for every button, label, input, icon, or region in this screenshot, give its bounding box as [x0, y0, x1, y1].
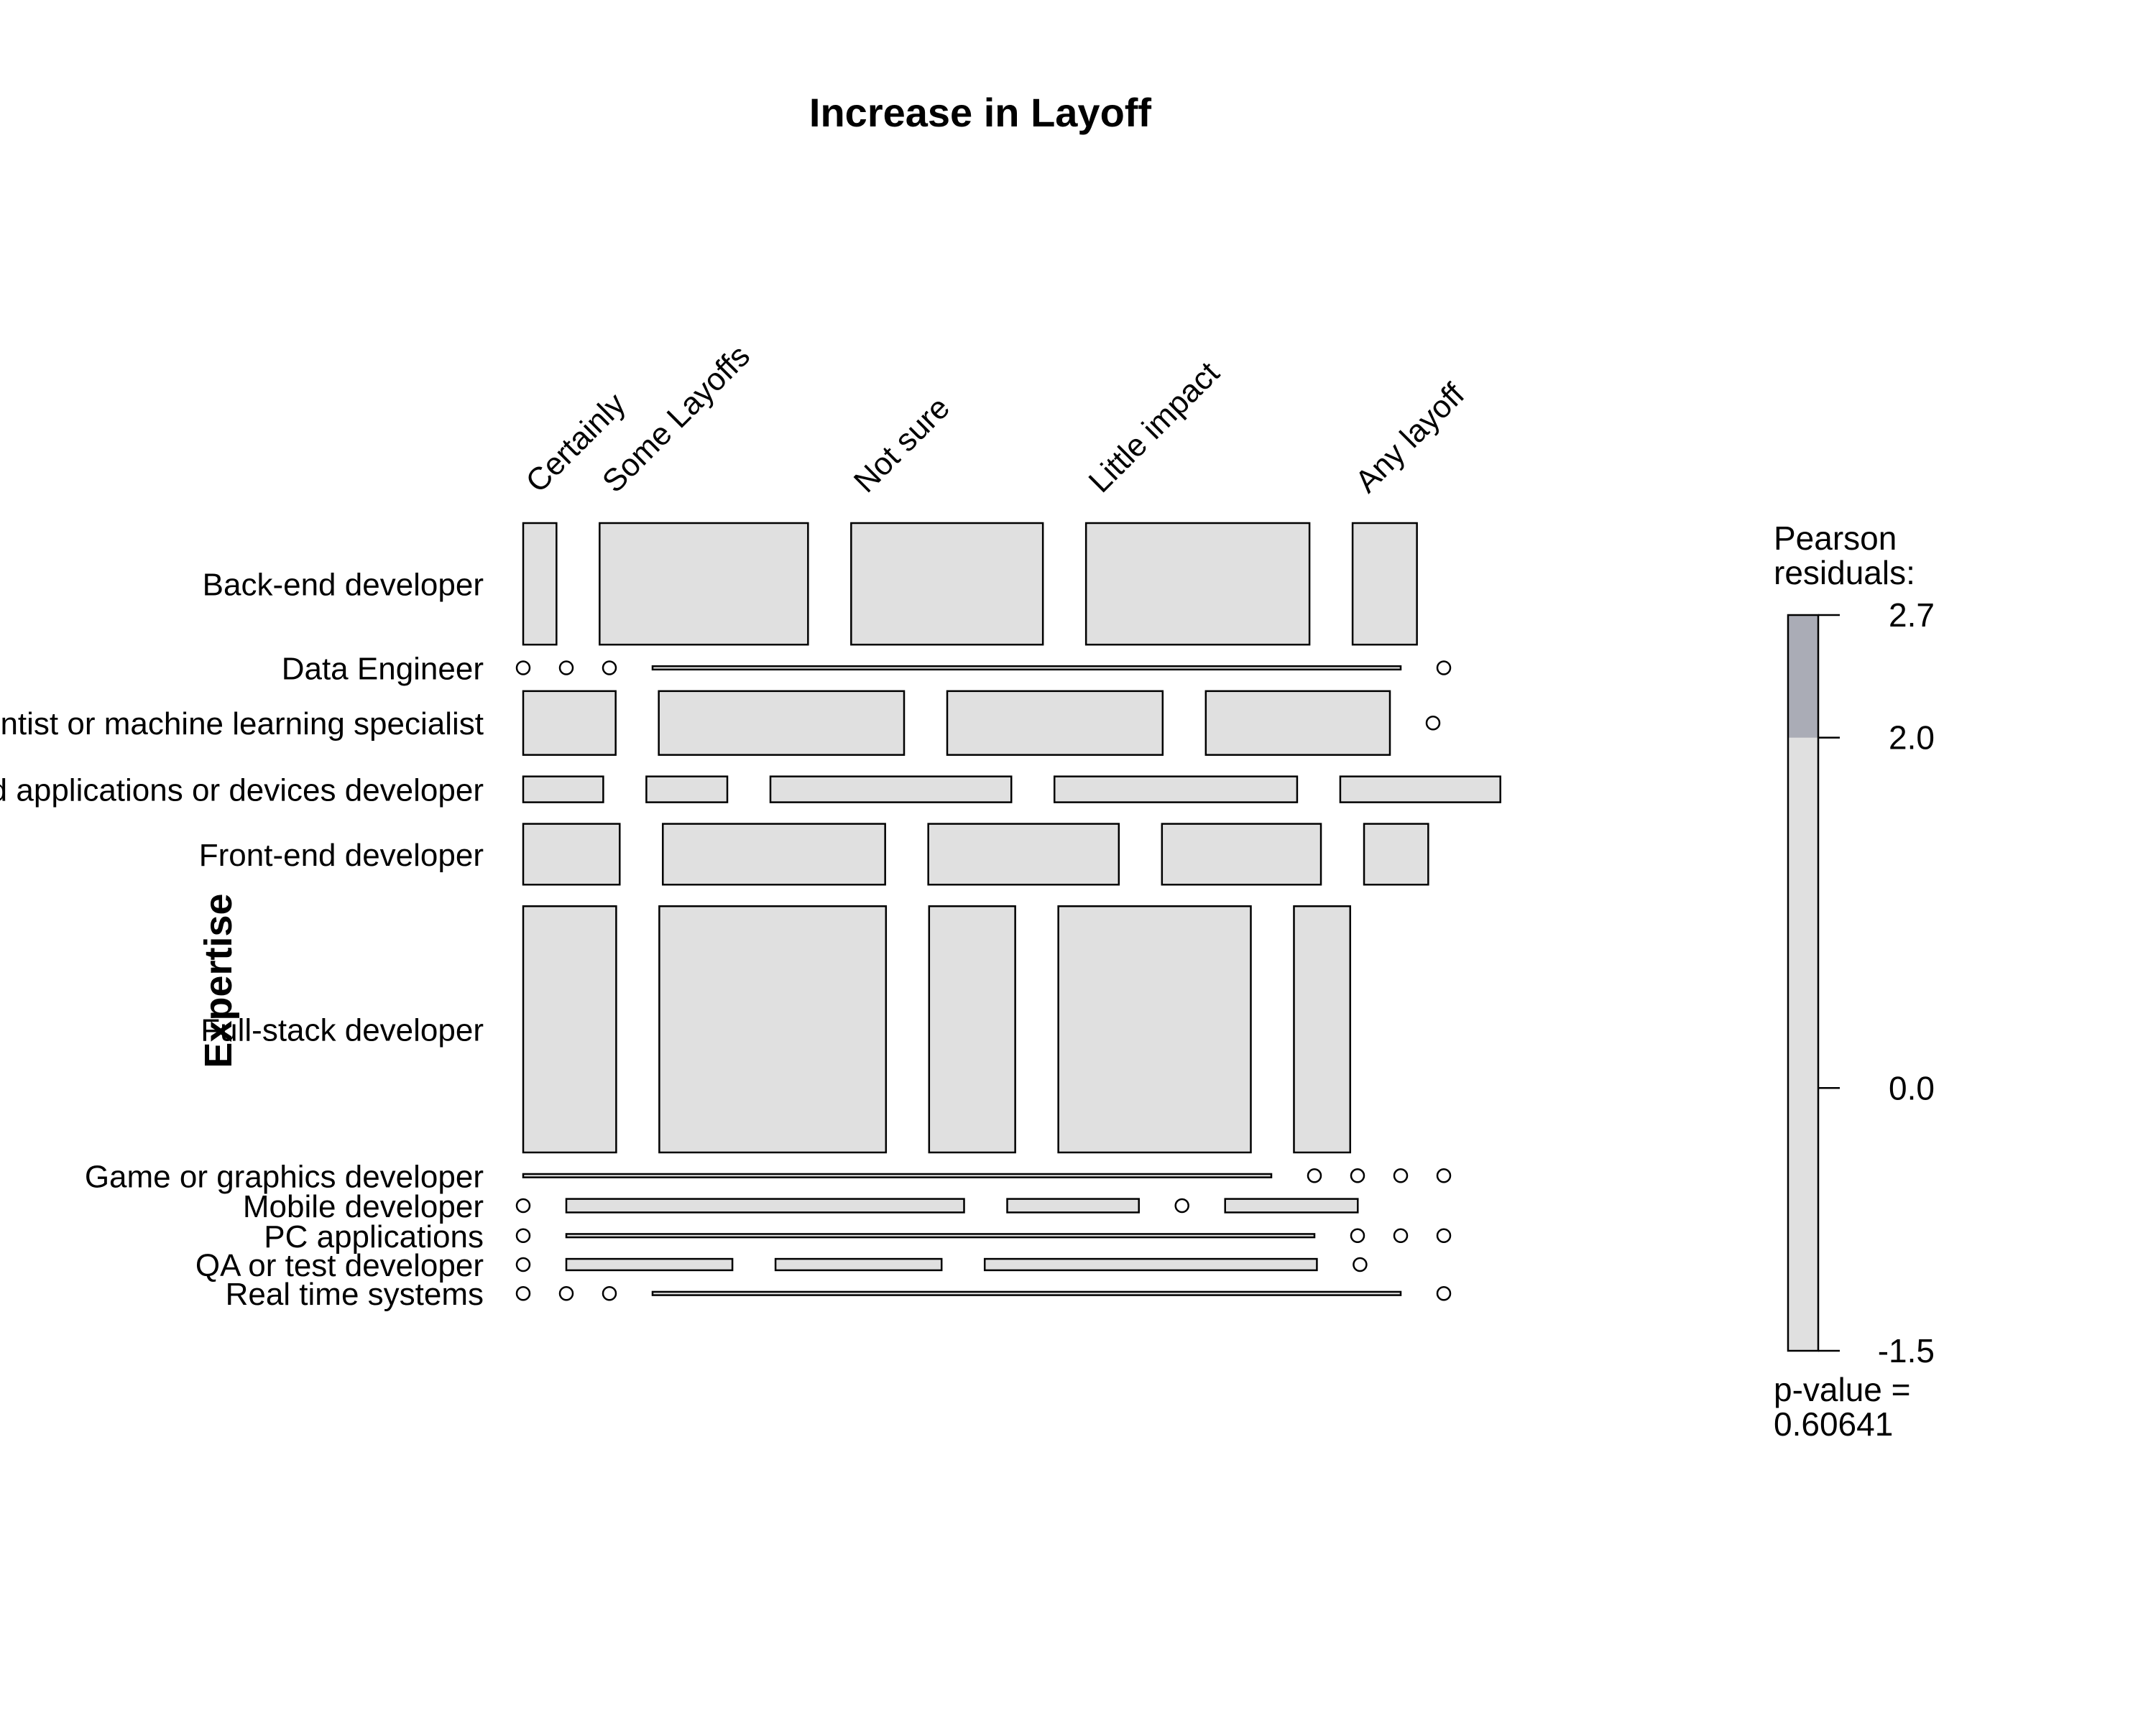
legend-tick-label: 2.7 [1889, 596, 1935, 634]
column-label: Not sure [847, 390, 957, 499]
legend-tick-label: 2.0 [1889, 719, 1935, 757]
row-label: Full-stack developer [201, 1013, 484, 1048]
empty-cell-marker [515, 1228, 531, 1244]
p-value-text: 0.60641 [1774, 1405, 1893, 1443]
row-label: Data scientist or machine learning speci… [0, 706, 484, 741]
empty-cell-marker [515, 1198, 531, 1214]
empty-cell-marker [1436, 1228, 1452, 1244]
legend-bar-frame [1787, 614, 1820, 1352]
mosaic-tile [522, 1173, 1273, 1178]
mosaic-tile [662, 823, 886, 886]
legend-title: residuals: [1774, 554, 1915, 591]
empty-cell-marker [558, 1285, 574, 1301]
mosaic-tile [927, 823, 1120, 886]
mosaic-tile [1293, 905, 1352, 1154]
legend-bar-highlight [1788, 615, 1818, 738]
mosaic-tile [774, 1257, 943, 1272]
row-label: PC applications [264, 1219, 484, 1255]
empty-cell-marker [515, 660, 531, 675]
column-label: Any layoff [1349, 376, 1472, 499]
empty-cell-marker [1307, 1168, 1322, 1183]
chart-title: Increase in Layoff [809, 90, 1152, 135]
legend-tick-label: -1.5 [1878, 1332, 1935, 1369]
mosaic-tile [1057, 905, 1252, 1154]
mosaic-tile [522, 823, 621, 886]
mosaic-tile [645, 775, 729, 803]
row-label: Game or graphics developer [85, 1159, 484, 1194]
empty-cell-marker [602, 660, 617, 675]
empty-cell-marker [1174, 1198, 1189, 1214]
row-label: QA or test developer [195, 1248, 484, 1283]
empty-cell-marker [1436, 660, 1452, 675]
mosaic-tile [1053, 775, 1299, 803]
mosaic-tiles [515, 522, 1501, 1301]
row-label: Embedded applications or devices develop… [0, 773, 484, 808]
mosaic-tile [1161, 823, 1322, 886]
row-label: Back-end developer [203, 568, 484, 603]
empty-cell-marker [1353, 1257, 1368, 1272]
mosaic-tile [1006, 1198, 1140, 1214]
mosaic-tile [522, 775, 604, 803]
mosaic-tile [651, 665, 1402, 671]
mosaic-tile [1339, 775, 1501, 803]
mosaic-tile [850, 522, 1044, 646]
mosaic-tile [983, 1257, 1318, 1272]
empty-cell-marker [1350, 1168, 1365, 1183]
empty-cell-marker [515, 1257, 531, 1272]
row-label: Real time systems [226, 1277, 484, 1312]
empty-cell-marker [515, 1285, 531, 1301]
row-label: Mobile developer [243, 1189, 484, 1224]
legend-title: Pearson [1774, 519, 1897, 557]
empty-cell-marker [1436, 1285, 1452, 1301]
mosaic-tile [1204, 690, 1391, 756]
mosaic-tile [565, 1198, 965, 1214]
empty-cell-marker [558, 660, 574, 675]
mosaic-tile [658, 905, 888, 1154]
empty-cell-marker [1393, 1228, 1409, 1244]
mosaic-tile [522, 522, 558, 646]
mosaic-tile [946, 690, 1164, 756]
empty-cell-marker [1350, 1228, 1365, 1244]
mosaic-tile [928, 905, 1016, 1154]
mosaic-tile [565, 1257, 734, 1272]
mosaic-tile [522, 905, 617, 1154]
legend-tick-label: 0.0 [1889, 1069, 1935, 1106]
empty-cell-marker [1425, 715, 1441, 731]
empty-cell-marker [602, 1285, 617, 1301]
mosaic-tile [565, 1233, 1316, 1239]
row-label: Data Engineer [282, 652, 484, 687]
mosaic-tile [1351, 522, 1418, 646]
column-label: Little impact [1082, 355, 1227, 499]
y-axis-label: Expertise [197, 893, 240, 1068]
p-value-text: p-value = [1774, 1371, 1911, 1408]
mosaic-tile [658, 690, 906, 756]
mosaic-tile [769, 775, 1013, 803]
mosaic-tile [651, 1290, 1402, 1296]
mosaic-tile [1084, 522, 1311, 646]
empty-cell-marker [1393, 1168, 1409, 1183]
row-label: Front-end developer [199, 838, 484, 873]
mosaic-tile [1224, 1198, 1359, 1214]
mosaic-tile [522, 690, 617, 756]
empty-cell-marker [1436, 1168, 1452, 1183]
mosaic-tile [599, 522, 809, 646]
mosaic-tile [1363, 823, 1429, 886]
